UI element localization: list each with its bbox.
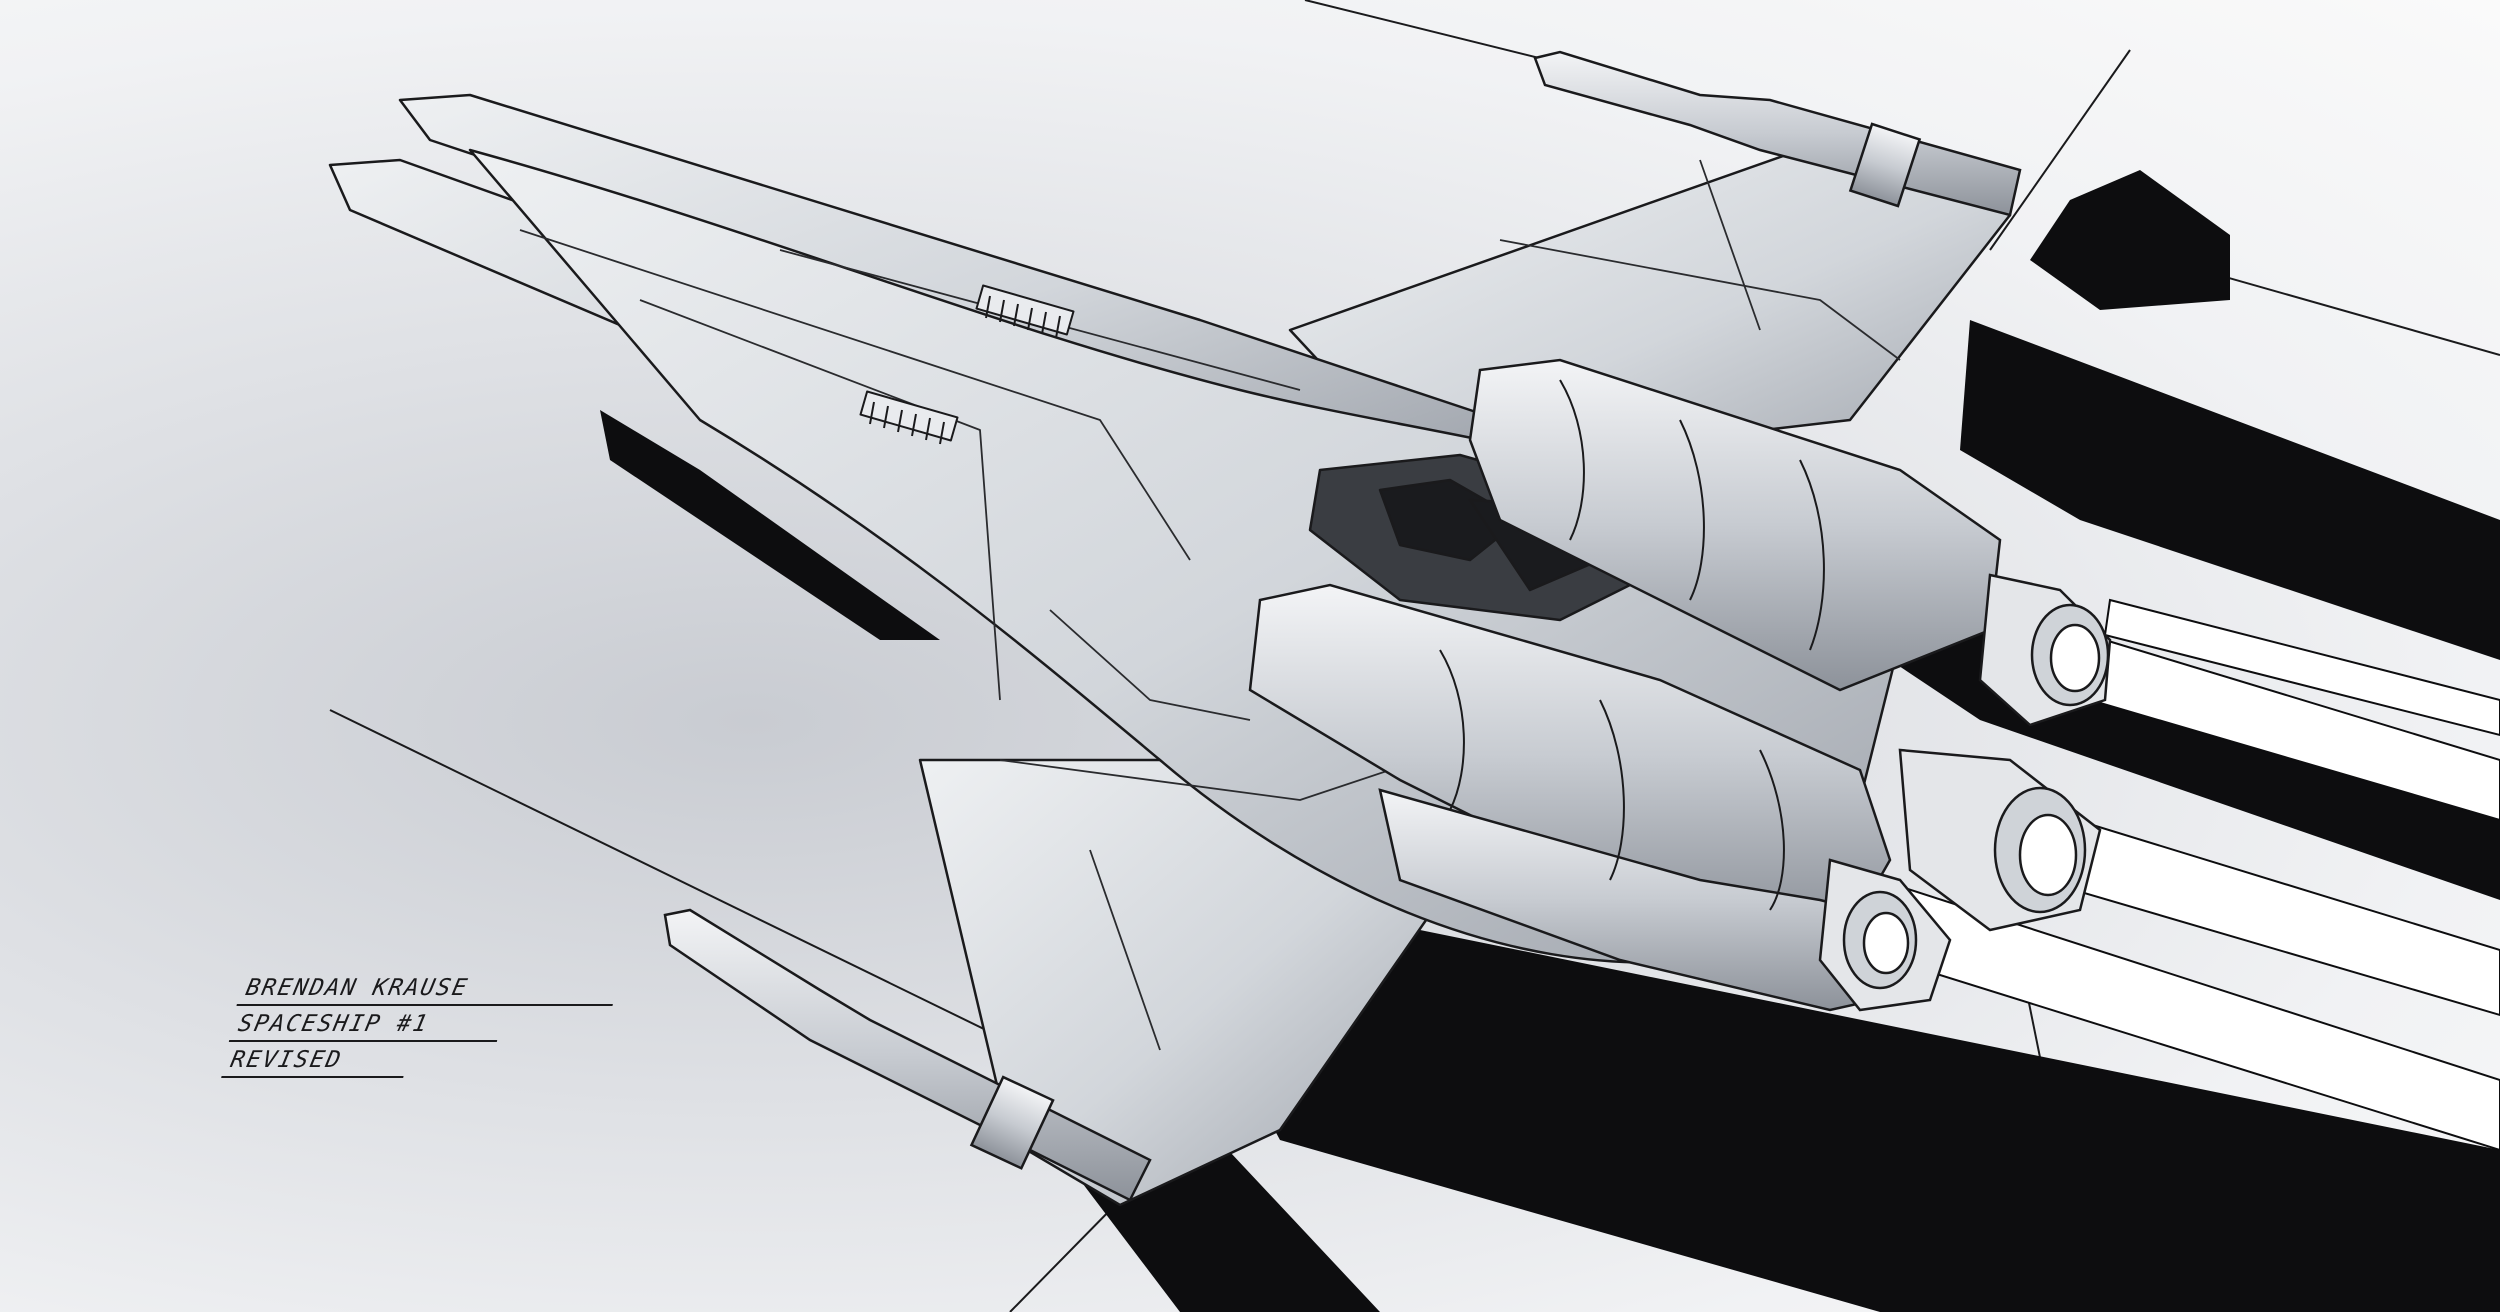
signature-status: REVISED (221, 1044, 411, 1078)
signature-name: BRENDAN KRAUSE (236, 972, 620, 1006)
artist-signature: BRENDAN KRAUSE SPACESHIP #1 REVISED (220, 972, 633, 1082)
wingtip-cannons (663, 50, 2022, 1202)
engine-nacelles (1248, 358, 2112, 1012)
thruster-trails (1858, 598, 2500, 1152)
signature-title: SPACESHIP #1 (228, 1008, 505, 1042)
